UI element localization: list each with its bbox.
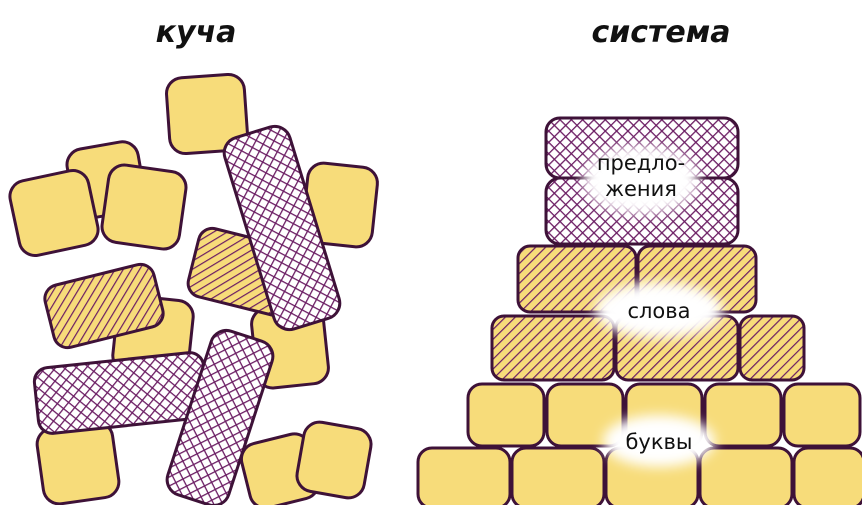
title-heap: куча xyxy=(156,15,237,50)
heap-letter-block xyxy=(7,168,101,259)
system-letter-block xyxy=(705,384,781,446)
system-letter-block xyxy=(512,448,604,505)
label-letters: буквы xyxy=(625,430,692,454)
label-sentences-line1: предло- xyxy=(597,151,685,175)
system-letter-block xyxy=(418,448,510,505)
system-letter-block xyxy=(700,448,792,505)
system-letter-block xyxy=(468,384,544,446)
label-words: слова xyxy=(627,299,690,323)
system-letter-block xyxy=(794,448,862,505)
heap-letter-block xyxy=(294,420,373,501)
system-word-block xyxy=(492,316,614,380)
heap-letter-block xyxy=(100,163,188,251)
system-word-block xyxy=(740,316,804,380)
title-system: система xyxy=(591,15,730,50)
label-sentences-line2: жения xyxy=(605,177,677,201)
heap-group xyxy=(7,73,379,505)
system-letter-block xyxy=(784,384,860,446)
heap-sentence-block xyxy=(33,351,209,434)
